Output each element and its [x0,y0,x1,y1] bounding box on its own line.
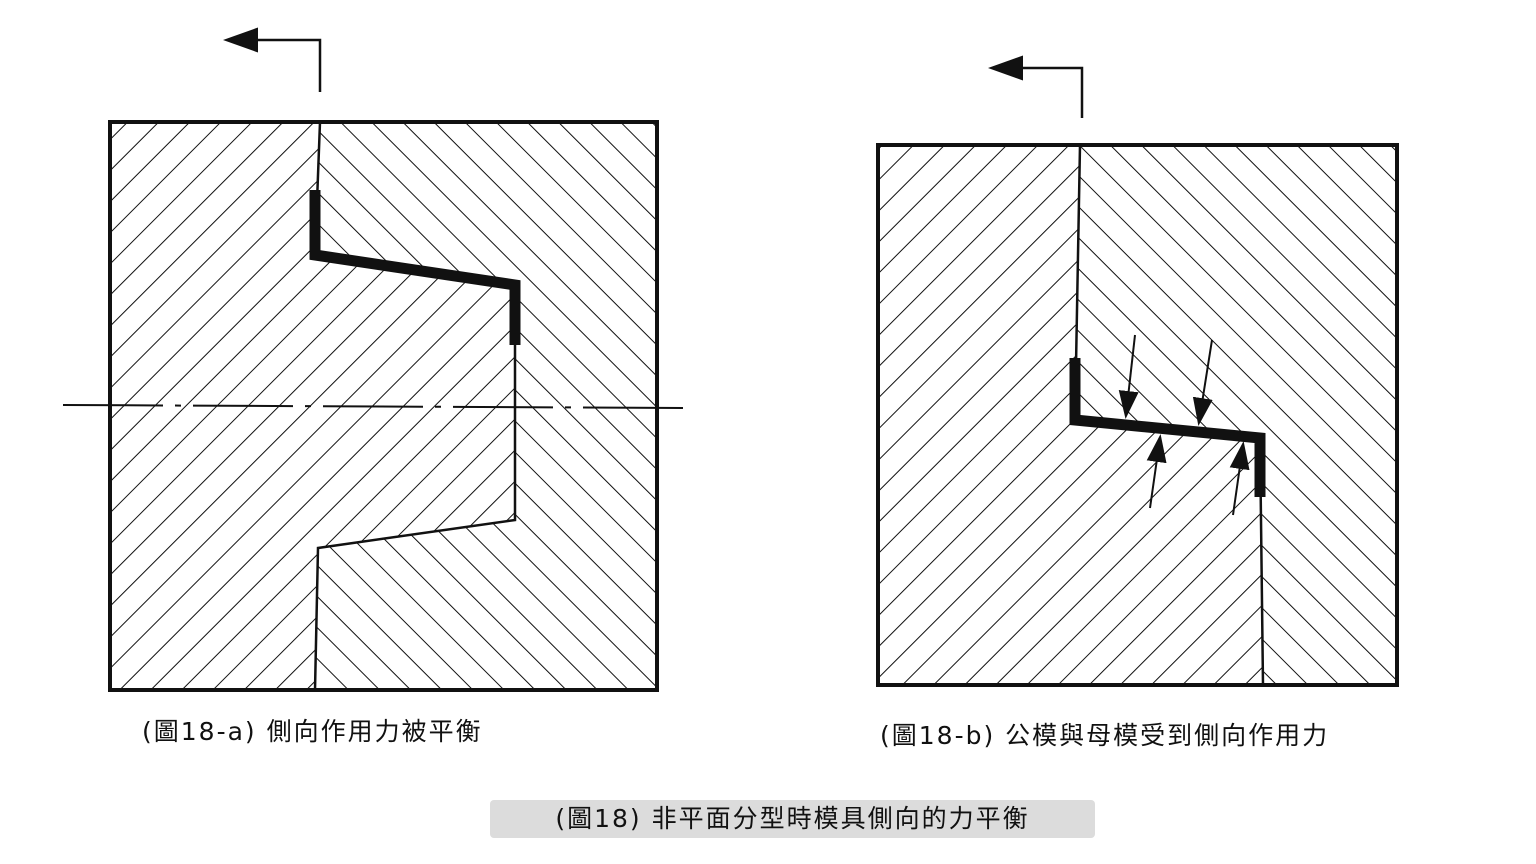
figure-b-mold [876,55,1399,687]
figure-a-caption: (圖18-a) 側向作用力被平衡 [142,717,483,746]
force-arrow-icon [1146,434,1167,509]
force-arrow-icon [1118,334,1139,419]
figure-b-caption: (圖18-b) 公模與母模受到側向作用力 [880,721,1330,750]
main-caption: (圖18) 非平面分型時模具側向的力平衡 [490,800,1095,838]
figure-b-section-arrow-icon [988,55,1084,118]
figure-a-mold [62,27,691,692]
force-arrow-icon [1229,441,1250,516]
figure-a-centerline [62,404,691,409]
figure-a-parting-gap [309,190,521,345]
figure-b-frame [876,143,1399,687]
figure-a-section-arrow-icon [223,27,322,92]
force-arrow-icon [1192,339,1213,426]
figure-b-parting-gap [1069,358,1266,497]
